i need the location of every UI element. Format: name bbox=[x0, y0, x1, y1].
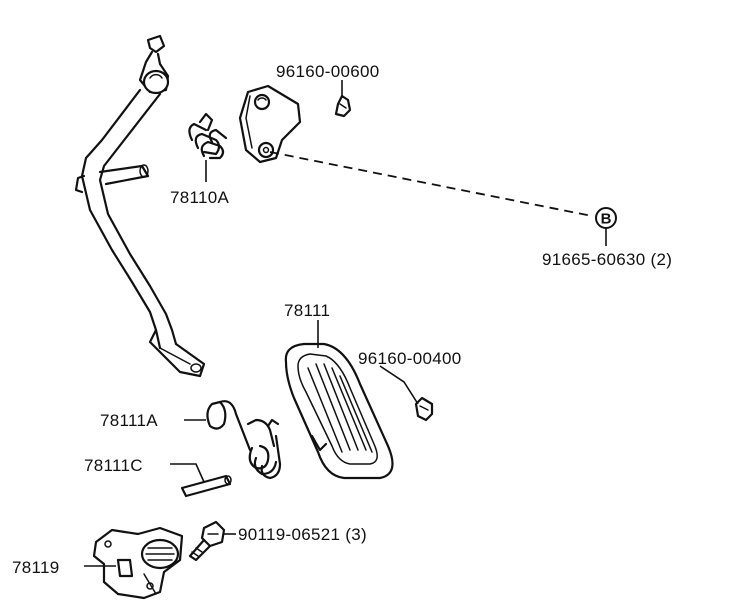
clip-lower bbox=[414, 396, 434, 422]
pedal-arm bbox=[74, 34, 206, 378]
upper-bracket bbox=[238, 84, 302, 164]
leader-clip-lower bbox=[379, 365, 419, 405]
label-bolt-base: 90119-06521 (3) bbox=[238, 525, 367, 544]
leader-pin bbox=[170, 463, 205, 483]
label-bolt-b: 91665-60630 (2) bbox=[542, 250, 672, 269]
callout-b: B bbox=[595, 207, 617, 246]
spring-lower bbox=[206, 400, 282, 480]
label-clip-upper: 96160-00600 bbox=[276, 62, 380, 81]
label-pin: 78111C bbox=[84, 456, 143, 475]
spring-upper bbox=[188, 112, 228, 160]
clip-upper bbox=[334, 94, 352, 118]
label-clip-lower: 96160-00400 bbox=[358, 349, 462, 368]
callout-b-letter: B bbox=[601, 211, 612, 228]
label-spring-lower: 78111A bbox=[100, 411, 158, 430]
pin bbox=[180, 474, 232, 498]
label-bracket: 78119 bbox=[12, 558, 60, 577]
base-bolt bbox=[188, 520, 226, 562]
label-pedal-pad: 78111 bbox=[284, 301, 330, 320]
dashed-leader-b bbox=[269, 151, 593, 217]
label-spring-upper: 78110A bbox=[170, 188, 230, 207]
base-bracket bbox=[92, 526, 184, 600]
pedal-pad bbox=[284, 342, 394, 480]
